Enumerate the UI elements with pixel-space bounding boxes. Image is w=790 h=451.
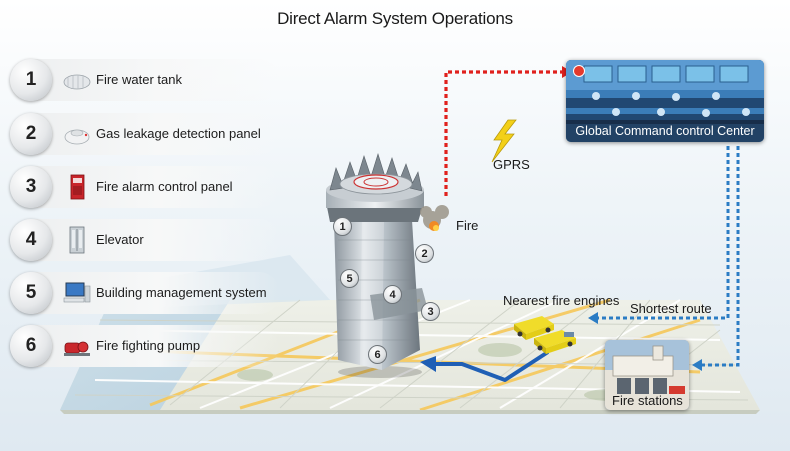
legend-label: Elevator xyxy=(96,232,144,247)
fire-alarm-panel-icon xyxy=(62,172,92,202)
fire-label: Fire xyxy=(456,218,478,233)
legend-number: 1 xyxy=(10,59,52,101)
legend-label: Fire fighting pump xyxy=(96,338,200,353)
tower-marker-4: 4 xyxy=(383,285,402,304)
command-center-panel: Global Command control Center xyxy=(566,60,764,142)
legend-number: 4 xyxy=(10,219,52,261)
legend-label: Gas leakage detection panel xyxy=(96,126,261,141)
water-tank-icon xyxy=(62,65,92,95)
legend-number: 3 xyxy=(10,166,52,208)
gprs-label: GPRS xyxy=(493,157,530,172)
legend-item-elevator: 4 Elevator xyxy=(10,219,280,261)
legend-number: 6 xyxy=(10,325,52,367)
legend-label: Building management system xyxy=(96,285,267,300)
tower-marker-3: 3 xyxy=(421,302,440,321)
legend-label: Fire alarm control panel xyxy=(96,179,233,194)
elevator-icon xyxy=(62,225,92,255)
command-center-label: Global Command control Center xyxy=(566,120,764,142)
legend-label: Fire water tank xyxy=(96,72,182,87)
shortest-route-label: Shortest route xyxy=(630,301,712,316)
tower-marker-2: 2 xyxy=(415,244,434,263)
page-title: Direct Alarm System Operations xyxy=(0,9,790,29)
computer-icon xyxy=(62,278,92,308)
legend-item-fire-alarm-panel: 3 Fire alarm control panel xyxy=(10,166,280,208)
alert-dot xyxy=(573,65,585,77)
tower-marker-1: 1 xyxy=(333,217,352,236)
legend-item-fire-fighting-pump: 6 Fire fighting pump xyxy=(10,325,280,367)
pump-icon xyxy=(62,331,92,361)
legend-item-gas-leakage: 2 Gas leakage detection panel xyxy=(10,113,280,155)
gas-detector-icon xyxy=(62,119,92,149)
nearest-engines-label: Nearest fire engines xyxy=(503,293,619,308)
tower-marker-5: 5 xyxy=(340,269,359,288)
legend-number: 5 xyxy=(10,272,52,314)
legend-number: 2 xyxy=(10,113,52,155)
fire-stations-label: Fire stations xyxy=(612,393,683,408)
legend-item-building-management: 5 Building management system xyxy=(10,272,280,314)
fire-engines xyxy=(512,310,582,356)
legend-item-fire-water-tank: 1 Fire water tank xyxy=(10,59,280,101)
tower-marker-6: 6 xyxy=(368,345,387,364)
